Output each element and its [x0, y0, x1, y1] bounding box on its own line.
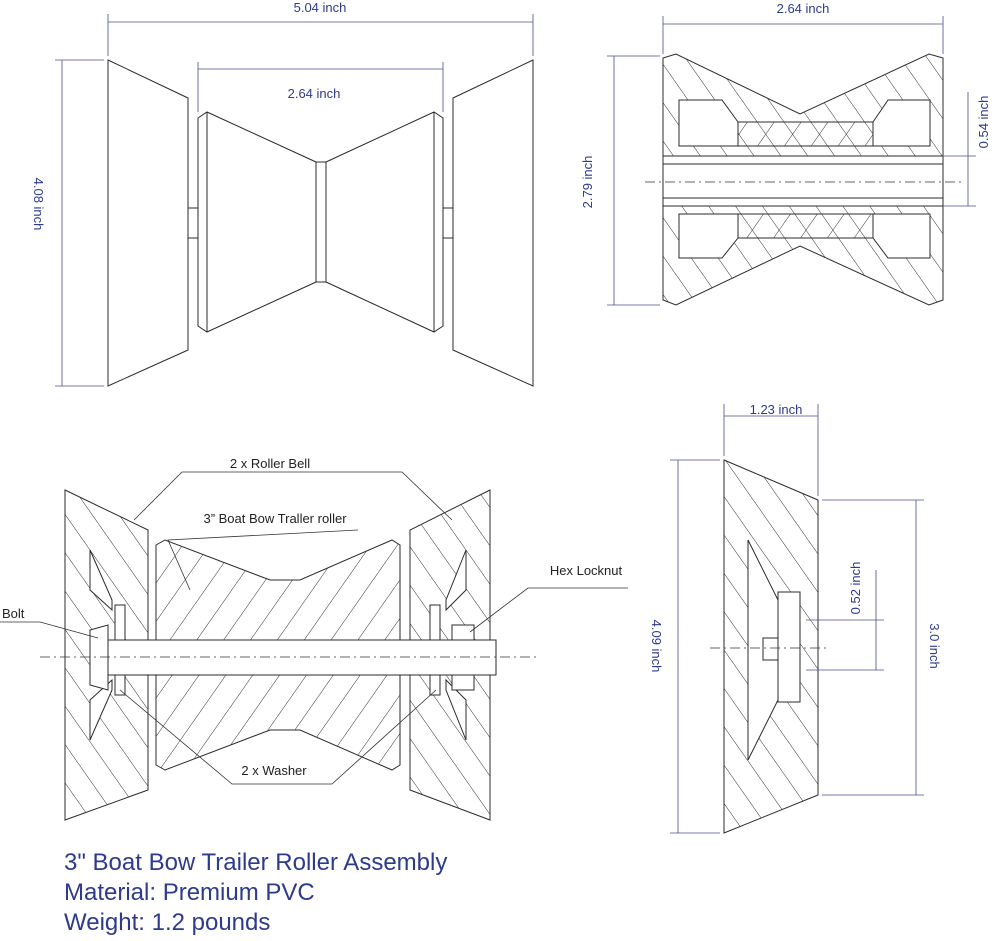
caption-weight: Weight: 1.2 pounds [64, 909, 271, 936]
roller-bell-label: 2 x Roller Bell [230, 456, 310, 471]
assembly-section: 2 x Roller Bell 3” Boat Bow Traller roll… [0, 456, 628, 821]
washer-label: 2 x Washer [241, 763, 307, 778]
depth-dim: 1.23 inch [750, 402, 803, 417]
center-roller [197, 111, 444, 333]
left-washer [114, 604, 126, 641]
inner-diameter-dim: 3.0 inch [927, 623, 942, 669]
bolt-label: Bolt [2, 606, 25, 621]
caption-material: Material: Premium PVC [64, 879, 315, 906]
bore-dim: 0.54 inch [976, 96, 991, 149]
right-washer [429, 604, 441, 641]
width-dim: 2.64 inch [777, 1, 830, 16]
roller-cross-section: 2.64 inch 2.79 inch 0.54 inch [580, 1, 991, 306]
height-dim: 4.08 inch [31, 178, 46, 231]
bell-side-section: 1.23 inch 4.09 inch 3.0 inch 0.52 inch [649, 402, 942, 834]
caption: 3" Boat Bow Trailer Roller Assembly Mate… [64, 848, 664, 938]
height-dim: 2.79 inch [580, 156, 595, 209]
outer-diameter-dim: 4.09 inch [649, 620, 664, 673]
bore-dim: 0.52 inch [848, 562, 863, 615]
bolt [107, 639, 497, 676]
roller-label: 3” Boat Bow Traller roller [203, 511, 347, 526]
center-width-dim: 2.64 inch [288, 86, 341, 101]
hex-locknut [451, 624, 475, 641]
left-roller-bell [107, 59, 189, 387]
exploded-side-view: 5.04 inch 2.64 inch 4.08 inch [31, 0, 534, 387]
hex-locknut-label: Hex Locknut [550, 563, 623, 578]
caption-title: 3" Boat Bow Trailer Roller Assembly [64, 849, 448, 876]
overall-width-dim: 5.04 inch [294, 0, 347, 15]
right-roller-bell [452, 59, 534, 387]
